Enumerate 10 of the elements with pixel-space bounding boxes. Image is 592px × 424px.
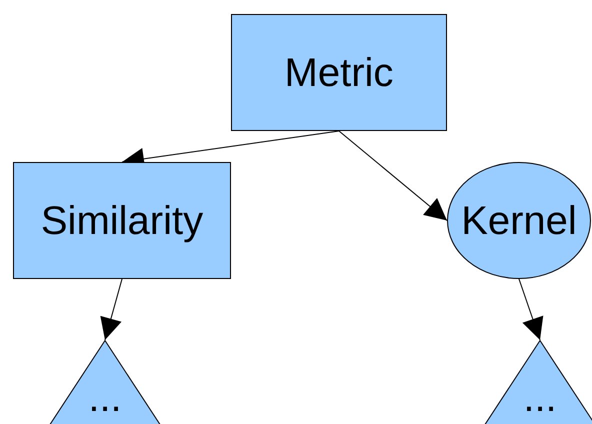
process-box: [231, 14, 447, 131]
process-box: [13, 162, 231, 279]
node-label: Metric: [284, 52, 394, 92]
node-label: ...: [88, 378, 122, 422]
node-label: Kernel: [461, 200, 577, 240]
arrow: [338, 130, 448, 221]
node-label: Similarity: [40, 200, 204, 240]
arrow: [518, 278, 544, 340]
node-label: ...: [523, 378, 557, 422]
arrow: [100, 278, 122, 340]
